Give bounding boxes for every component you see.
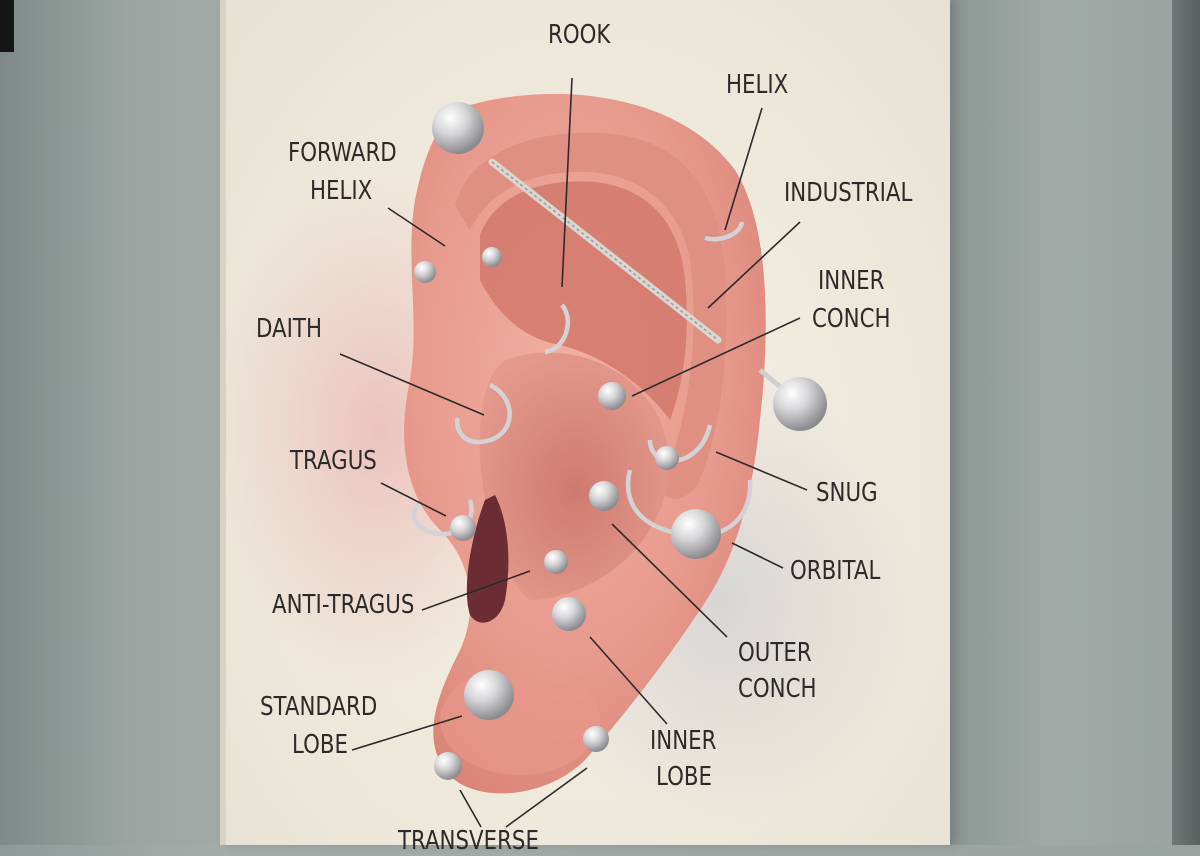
label-helix: HELIX [726, 70, 789, 100]
industrial-bar [488, 158, 722, 344]
jewelry-balls [414, 102, 827, 780]
label-orbital: ORBITAL [790, 556, 881, 586]
wall-right [950, 0, 1200, 845]
snug-ball [655, 446, 679, 470]
helix-fold [455, 132, 727, 499]
label-standard-lobe-line2: LOBE [292, 730, 349, 760]
standard-lobe-ball [464, 670, 514, 720]
label-transverse: TRANSVERSE [398, 826, 539, 856]
outer-conch-ball [589, 481, 619, 511]
inner-lobe-ball [552, 597, 586, 631]
label-forward-helix-line2: HELIX [310, 176, 373, 206]
concha [479, 352, 669, 600]
transverse-ball-2 [583, 726, 609, 752]
label-outer-conch-line1: OUTER [738, 638, 812, 668]
label-inner-lobe-line2: LOBE [656, 762, 713, 792]
label-standard-lobe-line1: STANDARD [260, 692, 378, 722]
label-tragus: TRAGUS [290, 446, 377, 476]
label-inner-conch-line1: INNER [818, 266, 885, 296]
forward-helix-top-ball [432, 102, 484, 154]
forward-helix-ball [414, 261, 436, 283]
rook-ring [544, 303, 571, 355]
scapha-ball [482, 247, 502, 267]
tragus-ball [450, 515, 476, 541]
label-outer-conch-line2: CONCH [738, 674, 817, 704]
conch-barbell-ball [773, 377, 827, 431]
orbital-ball [671, 509, 721, 559]
monitor-edge [1172, 0, 1200, 845]
helix-ring [704, 221, 745, 242]
label-snug: SNUG [816, 478, 878, 508]
label-industrial: INDUSTRIAL [784, 178, 913, 208]
transverse-ball-1 [434, 752, 462, 780]
scapha [480, 181, 687, 420]
leader-lines [339, 77, 808, 828]
label-forward-helix-line1: FORWARD [288, 138, 397, 168]
label-rook: ROOK [548, 20, 611, 50]
wall-left [0, 0, 220, 845]
dark-corner [0, 0, 14, 52]
label-daith: DAITH [256, 314, 322, 344]
daith-ring [455, 382, 512, 445]
label-anti-tragus: ANTI-TRAGUS [272, 590, 415, 620]
anti-tragus-ball [544, 550, 568, 574]
lobe-shade [440, 665, 600, 775]
label-inner-conch-line2: CONCH [812, 304, 891, 334]
label-inner-lobe-line1: INNER [650, 726, 717, 756]
inner-conch-ball [598, 382, 626, 410]
